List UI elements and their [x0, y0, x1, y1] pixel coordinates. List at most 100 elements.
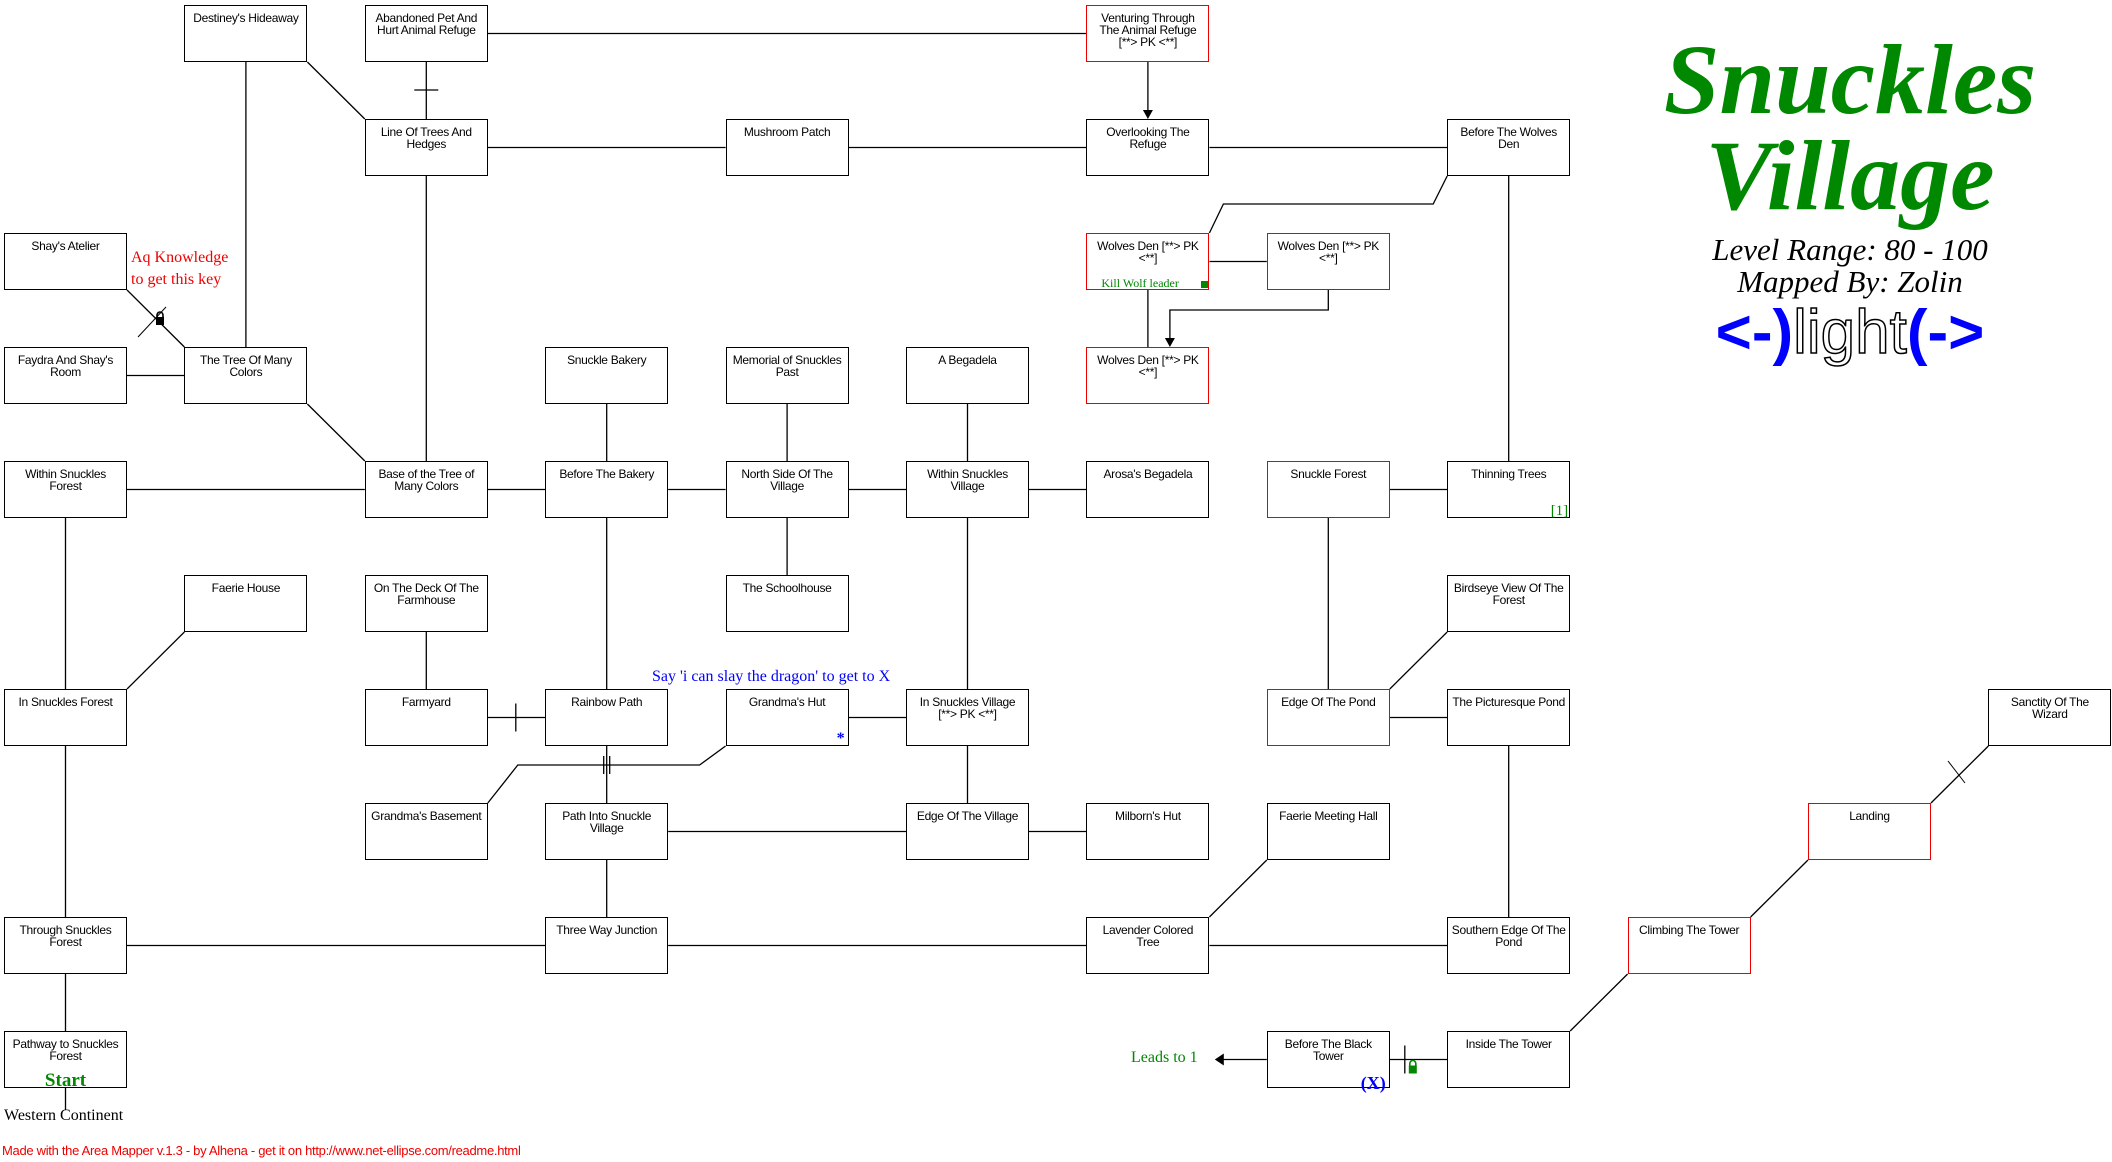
room-name: Lavender Colored Tree: [1102, 923, 1194, 949]
room-through[interactable]: Through Snuckles Forest: [4, 917, 127, 974]
marker-1: [1]: [1550, 503, 1569, 519]
room-inside[interactable]: Inside The Tower: [1447, 1031, 1571, 1088]
room-picturesque[interactable]: The Picturesque Pond: [1447, 689, 1571, 746]
room-venturing[interactable]: Venturing Through The Animal Refuge [**>…: [1086, 5, 1210, 62]
room-pathinto[interactable]: Path Into Snuckle Village: [545, 803, 669, 860]
room-wolves2[interactable]: Wolves Den [**> PK <**]: [1266, 233, 1390, 290]
room-climbing[interactable]: Climbing The Tower: [1627, 917, 1751, 974]
room-begadela[interactable]: A Begadela: [906, 347, 1029, 404]
room-invillage[interactable]: In Snuckles Village [**> PK <**]: [906, 689, 1029, 746]
lock-icon: [1409, 1059, 1417, 1067]
room-name: Wolves Den [**> PK <**]: [1097, 353, 1199, 379]
room-name: Overlooking The Refuge: [1106, 125, 1190, 151]
room-milborn[interactable]: Milborn's Hut: [1086, 803, 1210, 860]
room-snuckleforest[interactable]: Snuckle Forest: [1266, 461, 1390, 518]
connection-line: [1169, 290, 1329, 339]
room-destiny[interactable]: Destiney's Hideaway: [184, 5, 308, 62]
start-marker: Start: [44, 1070, 87, 1091]
room-inforest[interactable]: In Snuckles Forest: [4, 689, 127, 746]
room-name: Thinning Trees: [1471, 467, 1547, 481]
room-mushroom[interactable]: Mushroom Patch: [725, 119, 849, 176]
room-name: In Snuckles Forest: [18, 695, 113, 709]
room-name: Wolves Den [**> PK <**]: [1097, 239, 1199, 265]
room-name: Before The Black Tower: [1284, 1037, 1372, 1063]
connection-line: [306, 61, 366, 120]
western-continent-exit: Western Continent: [4, 1107, 124, 1124]
room-faeriehouse[interactable]: Faerie House: [184, 575, 308, 632]
room-tree[interactable]: The Tree Of Many Colors: [184, 347, 308, 404]
room-edgepond[interactable]: Edge Of The Pond: [1266, 689, 1390, 746]
room-school[interactable]: The Schoolhouse: [725, 575, 849, 632]
room-thinning[interactable]: Thinning Trees [1]: [1447, 461, 1571, 519]
room-name: Farmyard: [401, 695, 451, 709]
room-faeriehall[interactable]: Faerie Meeting Hall: [1266, 803, 1390, 860]
room-name: Southern Edge Of The Pond: [1451, 923, 1566, 949]
room-threeway[interactable]: Three Way Junction: [545, 917, 669, 974]
room-name: Path Into Snuckle Village: [562, 809, 652, 835]
room-lineoftrees[interactable]: Line Of Trees And Hedges: [364, 119, 488, 176]
light-logo: <-)light(->: [1590, 297, 2110, 368]
room-shay[interactable]: Shay's Atelier: [4, 233, 127, 290]
map-title-line1: Snuckles: [1663, 24, 2037, 135]
room-beforewolves[interactable]: Before The Wolves Den: [1447, 119, 1571, 176]
arrow-head-icon: [1164, 338, 1175, 347]
room-beforeblack[interactable]: Before The Black Tower (X): [1266, 1031, 1390, 1093]
room-faydra[interactable]: Faydra And Shay's Room: [4, 347, 127, 404]
room-name: Grandma's Basement: [371, 809, 482, 823]
logo-right: (->: [1906, 298, 1985, 367]
room-withinvillage[interactable]: Within Snuckles Village: [906, 461, 1029, 518]
room-name: Arosa's Begadela: [1103, 467, 1193, 481]
footer-credit: Made with the Area Mapper v.1.3 - by Alh…: [2, 1143, 521, 1158]
room-name: In Snuckles Village [**> PK <**]: [919, 695, 1016, 721]
map-title-line2: Village: [1705, 120, 1995, 231]
room-basement[interactable]: Grandma's Basement: [364, 803, 488, 860]
room-sanctity[interactable]: Sanctity Of The Wizard: [1988, 689, 2112, 746]
room-beforebakery[interactable]: Before The Bakery: [545, 461, 669, 518]
aq-knowledge-note: Aq Knowledge to get this key: [131, 247, 228, 291]
room-wolves3[interactable]: Wolves Den [**> PK <**]: [1086, 347, 1210, 404]
room-name: The Picturesque Pond: [1452, 695, 1566, 709]
room-southern[interactable]: Southern Edge Of The Pond: [1447, 917, 1571, 974]
room-birdseye[interactable]: Birdseye View Of The Forest: [1447, 575, 1571, 632]
room-name: Memorial of Snuckles Past: [732, 353, 842, 379]
room-grandmahut[interactable]: Grandma's Hut*: [725, 689, 849, 747]
room-memorial[interactable]: Memorial of Snuckles Past: [725, 347, 849, 404]
room-name: Mushroom Patch: [743, 125, 831, 139]
room-base[interactable]: Base of the Tree of Many Colors: [364, 461, 488, 518]
room-rainbow[interactable]: Rainbow Path: [545, 689, 669, 746]
room-edgevillage[interactable]: Edge Of The Village: [906, 803, 1029, 860]
connection-line: [1930, 745, 1989, 804]
room-withinforest[interactable]: Within Snuckles Forest: [4, 461, 127, 518]
room-name: Before The Wolves Den: [1460, 125, 1557, 151]
room-name: The Schoolhouse: [742, 581, 832, 595]
logo-left: <-): [1715, 298, 1794, 367]
room-name: Within Snuckles Forest: [25, 467, 106, 493]
room-name: Birdseye View Of The Forest: [1453, 581, 1564, 607]
room-northside[interactable]: North Side Of The Village: [725, 461, 849, 518]
room-lavender[interactable]: Lavender Colored Tree: [1086, 917, 1210, 974]
room-name: Line Of Trees And Hedges: [380, 125, 472, 151]
room-landing[interactable]: Landing: [1808, 803, 1931, 860]
room-name: Venturing Through The Animal Refuge [**>…: [1099, 11, 1197, 49]
locked-door-icon: [1947, 760, 1966, 784]
connection-line: [126, 631, 185, 690]
room-abandoned[interactable]: Abandoned Pet And Hurt Animal Refuge: [364, 5, 488, 62]
connection-line: [1208, 859, 1268, 918]
room-wolves1[interactable]: Wolves Den [**> PK <**]Kill Wolf leader: [1086, 233, 1210, 290]
connection-line: [306, 403, 366, 462]
room-name: Wolves Den [**> PK <**]: [1277, 239, 1380, 265]
room-name: A Begadela: [938, 353, 997, 367]
room-deck[interactable]: On The Deck Of The Farmhouse: [364, 575, 488, 632]
x-marker: (X): [1360, 1073, 1386, 1093]
room-name: Snuckle Bakery: [567, 353, 647, 367]
room-bakery[interactable]: Snuckle Bakery: [545, 347, 669, 404]
room-farmyard[interactable]: Farmyard: [364, 689, 488, 746]
room-arosa[interactable]: Arosa's Begadela: [1086, 461, 1210, 518]
room-overlooking[interactable]: Overlooking The Refuge: [1086, 119, 1210, 176]
arrow-head-icon: [1142, 110, 1153, 119]
room-name: Faerie House: [211, 581, 281, 595]
logo-middle: light: [1792, 297, 1907, 368]
